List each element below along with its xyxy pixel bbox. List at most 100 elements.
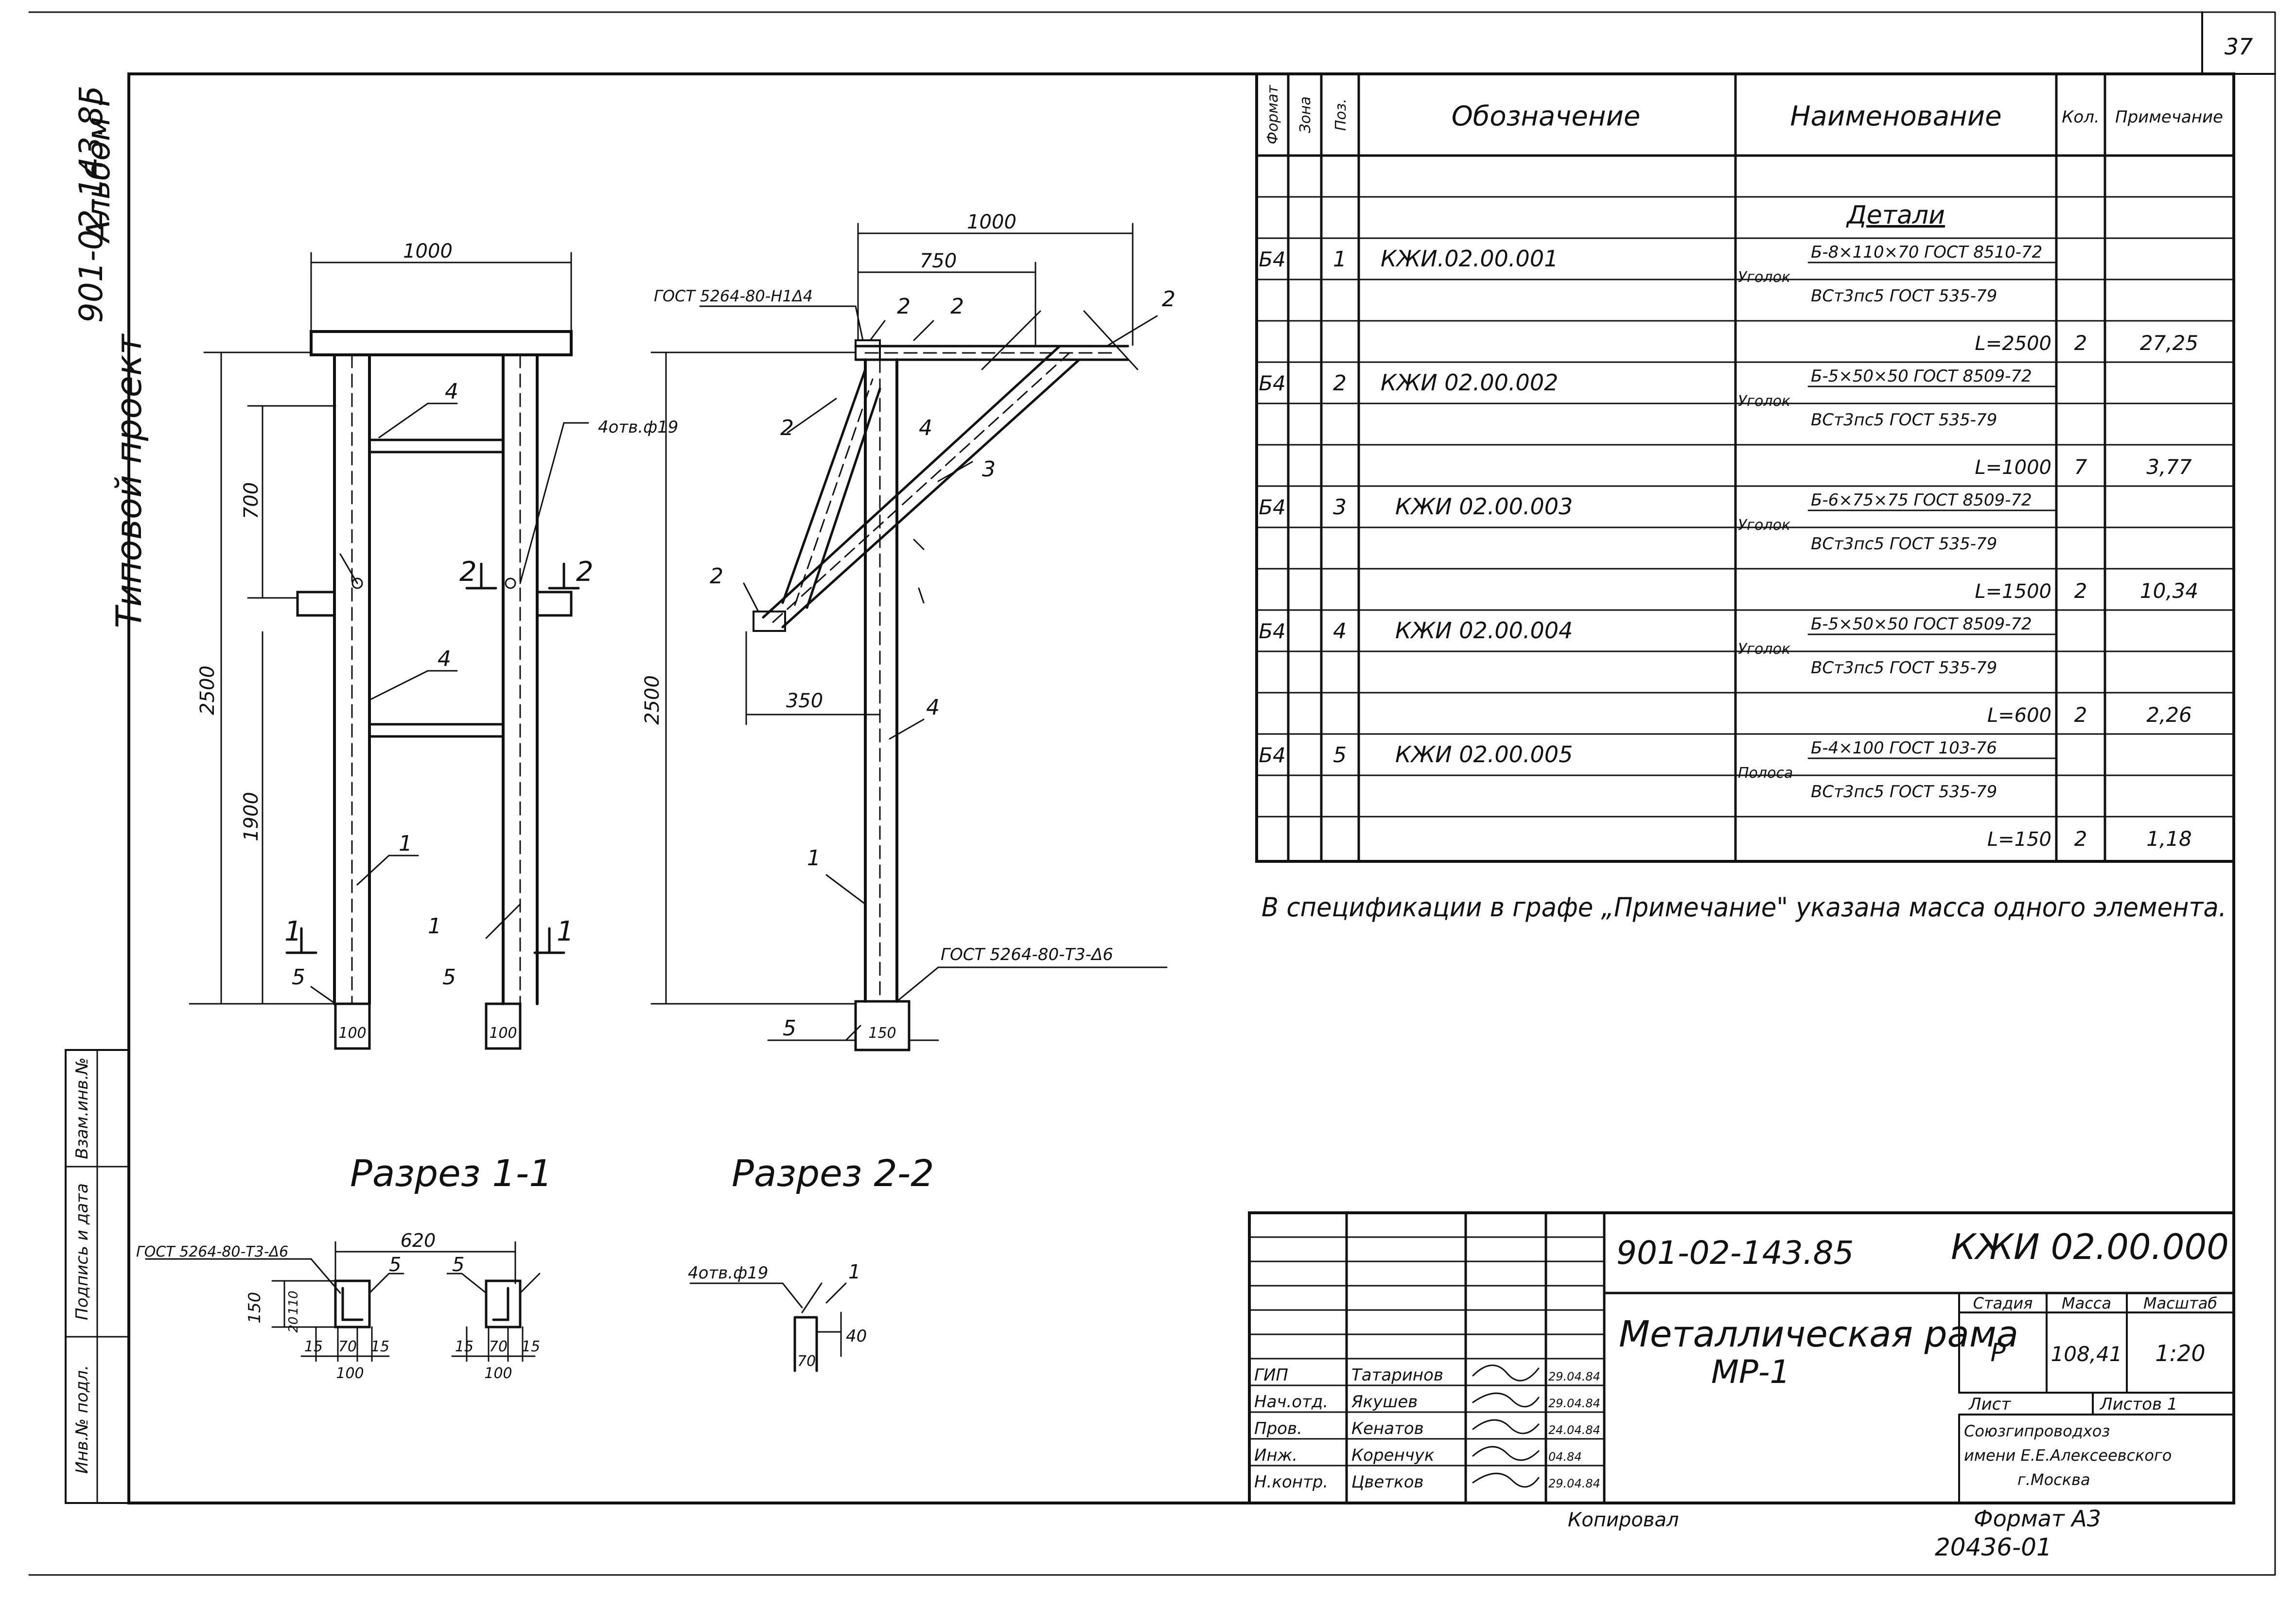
front-dim-700: 700: [240, 482, 263, 519]
left-stamp: [65, 1049, 130, 1504]
spec-row-2-length: L=1000: [1975, 456, 2051, 479]
front-pos-5a: 5: [292, 965, 305, 990]
side-doc-code: 901-02-143.85: [72, 86, 110, 323]
side-pos-2c: 2: [950, 294, 964, 319]
title-mass: 108,41: [2051, 1342, 2122, 1366]
spec-section-title: Детали: [1846, 201, 1945, 230]
section-2-dim-70: 70: [797, 1353, 816, 1370]
spec-row-2-qty: 7: [2074, 455, 2087, 479]
section-1-dim-150: 150: [245, 1292, 264, 1324]
side-dim-2500: 2500: [641, 675, 664, 725]
sheet-number: 37: [2225, 34, 2253, 60]
cut-2-left: 2: [459, 556, 477, 588]
title-line-2: МР-1: [1711, 1353, 1790, 1391]
spec-row-3-name-bottom: ВСт3пс5 ГОСТ 535-79: [1811, 534, 1997, 554]
spec-row-3-qty: 2: [2074, 579, 2087, 603]
cut-1-right: 1: [557, 916, 574, 947]
section-1-dim-100a: 100: [336, 1365, 364, 1382]
spec-row-4-length: L=600: [1987, 704, 2051, 727]
spec-row-5-pos: 5: [1333, 743, 1347, 768]
spec-row-5-designation: КЖИ 02.00.005: [1395, 741, 1573, 768]
front-hole-label: 4отв.ф19: [598, 418, 678, 437]
side-dim-1000: 1000: [967, 211, 1017, 233]
role-3-date: 24.04.84: [1548, 1423, 1600, 1437]
role-4-name: Коренчук: [1351, 1446, 1435, 1465]
spec-row-4-designation: КЖИ 02.00.004: [1395, 617, 1573, 644]
spec-row-4-format: Б4: [1259, 619, 1286, 643]
spec-row-5-name-bottom: ВСт3пс5 ГОСТ 535-79: [1811, 782, 1997, 802]
spec-table-grid: [1255, 72, 2235, 863]
spec-row-2-format: Б4: [1259, 371, 1286, 395]
section-1-weld: ГОСТ 5264-80-Т3-Δ6: [136, 1243, 288, 1260]
spec-header-qty: Кол.: [2062, 107, 2099, 127]
front-pos-4a: 4: [445, 379, 458, 404]
role-1: ГИП: [1254, 1365, 1288, 1385]
role-2-date: 29.04.84: [1548, 1397, 1600, 1410]
spec-row-4-name-top: Б-5×50×50 ГОСТ 8509-72: [1811, 614, 2032, 634]
role-1-name: Татаринов: [1351, 1365, 1443, 1385]
role-4-date: 04.84: [1548, 1450, 1582, 1464]
signature-1: [1472, 1364, 1540, 1381]
side-pos-2b: 2: [897, 294, 911, 319]
section-2-dim-40: 40: [846, 1327, 867, 1346]
spec-row-5-kind: Полоса: [1738, 765, 1793, 782]
spec-row-2-mass: 3,77: [2146, 455, 2192, 479]
title-mass-label: Масса: [2062, 1294, 2111, 1312]
section-1-dim-110: 110: [286, 1291, 301, 1315]
section-1-dim-15b: 15: [371, 1338, 389, 1355]
spec-row-2-pos: 2: [1333, 371, 1347, 396]
side-pos-2a: 2: [780, 416, 794, 440]
section-1-title: Разрез 1-1: [350, 1152, 553, 1195]
signature-5: [1472, 1472, 1540, 1488]
spec-row-3-length: L=1500: [1975, 580, 2051, 603]
spec-row-4-mass: 2,26: [2146, 703, 2192, 727]
side-base-width: 150: [868, 1025, 896, 1042]
spec-row-3-name-top: Б-6×75×75 ГОСТ 8509-72: [1811, 490, 2032, 510]
side-dim-350: 350: [786, 690, 823, 712]
spec-row-2-designation: КЖИ 02.00.002: [1381, 369, 1558, 396]
spec-header-designation: Обозначение: [1452, 101, 1641, 132]
section-2-hole: 4отв.ф19: [688, 1263, 768, 1283]
spec-row-1-name-top: Б-8×110×70 ГОСТ 8510-72: [1811, 243, 2042, 262]
side-pos-3: 3: [982, 457, 996, 482]
title-sheets-label: Листов 1: [2099, 1395, 2177, 1414]
spec-row-3-mass: 10,34: [2140, 579, 2198, 603]
role-3-name: Кенатов: [1351, 1419, 1424, 1438]
title-sheet-label: Лист: [1968, 1395, 2011, 1414]
spec-header-name: Наименование: [1790, 101, 2001, 132]
footer-copied: Копировал: [1568, 1509, 1679, 1531]
side-pos-2e: 2: [710, 564, 723, 589]
spec-header-note: Примечание: [2115, 107, 2223, 127]
spec-note: В спецификации в графе „Примечание" указ…: [1262, 892, 2226, 923]
front-base-width-left: 100: [338, 1025, 366, 1042]
side-album: Альбом I: [80, 97, 117, 244]
spec-row-3-kind: Уголок: [1738, 517, 1790, 534]
side-weld-top: ГОСТ 5264-80-Н1Δ4: [654, 287, 813, 305]
cut-1-left: 1: [284, 916, 302, 947]
spec-row-5-name-top: Б-4×100 ГОСТ 103-76: [1811, 738, 1997, 758]
title-org-1: Союзгипроводхоз: [1964, 1422, 2110, 1440]
front-pos-1a: 1: [399, 831, 412, 856]
spec-row-2-name-bottom: ВСт3пс5 ГОСТ 535-79: [1811, 410, 1997, 430]
spec-row-4-pos: 4: [1333, 619, 1347, 644]
front-pos-5b: 5: [442, 965, 456, 990]
stamp-field-replace: Взам.инв.№: [72, 1057, 92, 1159]
section-1-dim-70b: 70: [489, 1338, 508, 1355]
title-scale: 1:20: [2155, 1340, 2205, 1366]
spec-header-format: Формат: [1264, 85, 1281, 144]
front-dim-1900: 1900: [240, 792, 263, 841]
side-pos-4a: 4: [919, 416, 932, 440]
front-view: [189, 252, 589, 1050]
section-1-dim-15c: 15: [455, 1338, 473, 1355]
section-2-drawing: [689, 1282, 847, 1372]
spec-row-4: Б4 4 КЖИ 02.00.004 Уголок Б-5×50×50 ГОСТ…: [1259, 614, 2192, 727]
footer-format: Формат А3: [1974, 1505, 2101, 1532]
side-weld-bottom: ГОСТ 5264-80-Т3-Δ6: [941, 945, 1113, 964]
spec-row-1-qty: 2: [2074, 331, 2087, 355]
section-2-title: Разрез 2-2: [732, 1152, 934, 1195]
spec-row-2-name-top: Б-5×50×50 ГОСТ 8509-72: [1811, 367, 2032, 386]
section-1-drawing: [145, 1241, 541, 1362]
title-stage-label: Стадия: [1973, 1294, 2033, 1312]
